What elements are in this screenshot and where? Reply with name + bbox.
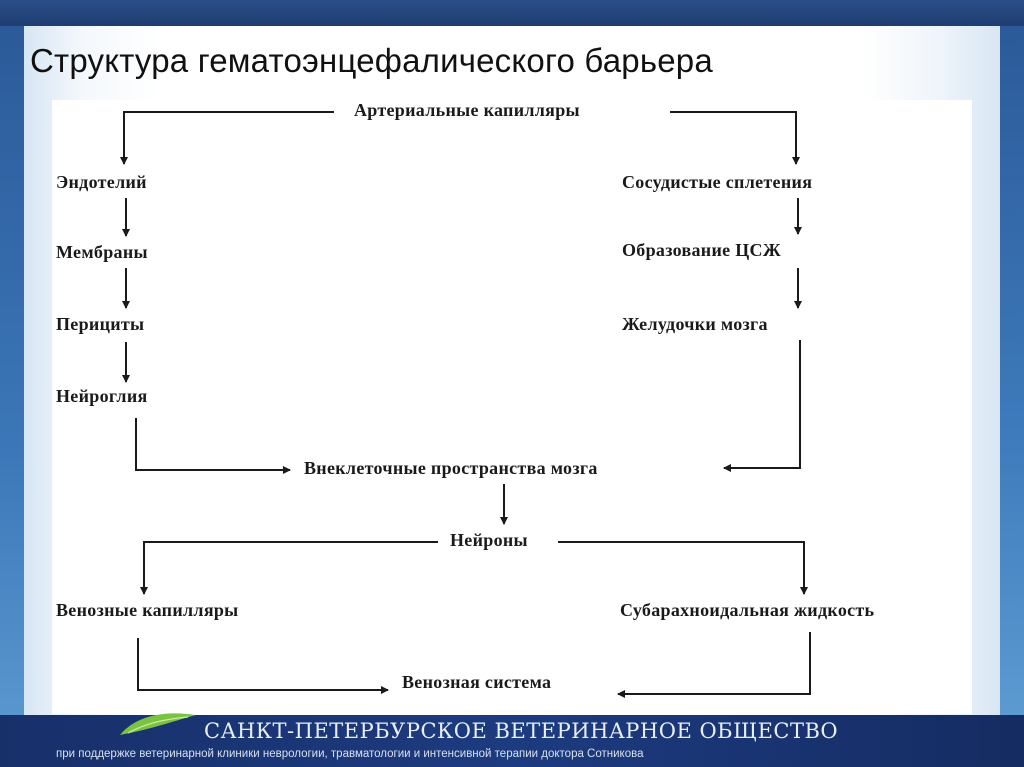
edge-venous-capillaries-system (137, 638, 389, 694)
node-arterial-capillaries: Артериальные капилляры (354, 100, 580, 120)
footer-banner: САНКТ-ПЕТЕРБУРСКОЕ ВЕТЕРИНАРНОЕ ОБЩЕСТВО… (0, 713, 1024, 767)
node-membranes: Мембраны (56, 242, 148, 262)
node-csf-formation: Образование ЦСЖ (622, 240, 781, 260)
bbb-flow-diagram: Артериальные капилляры Эндотелий Мембран… (52, 100, 972, 714)
right-decoration (1000, 26, 1024, 726)
left-decoration (0, 26, 24, 726)
slide-title: Структура гематоэнцефалического барьера (30, 42, 713, 79)
node-extracellular-space: Внеклеточные пространства мозга (304, 458, 598, 478)
edge-neurons-venous-capillaries (140, 541, 438, 595)
node-venous-capillaries: Венозные капилляры (56, 600, 239, 620)
top-banner (0, 0, 1024, 26)
footer-subtitle: при поддержке ветеринарной клиники невро… (56, 748, 644, 760)
node-venous-system: Венозная система (402, 672, 552, 692)
edge-neuroglia-extracellular (135, 418, 291, 474)
footer-organization: САНКТ-ПЕТЕРБУРСКОЕ ВЕТЕРИНАРНОЕ ОБЩЕСТВО (204, 719, 839, 743)
edge-arterial-endothelium (120, 111, 334, 165)
node-subarachnoid-fluid: Субарахноидальная жидкость (620, 600, 875, 620)
diagram-connectors (120, 111, 811, 698)
node-endothelium: Эндотелий (56, 172, 147, 192)
edge-neurons-subarachnoid (558, 541, 808, 595)
edge-ventricles-extracellular (723, 340, 801, 472)
leaf-logo-icon (120, 713, 196, 735)
node-ventricles: Желудочки мозга (622, 314, 768, 334)
node-neurons: Нейроны (450, 530, 528, 550)
edge-arterial-plexus (670, 111, 800, 165)
edge-subarachnoid-system (617, 632, 811, 698)
node-pericytes: Перициты (56, 314, 145, 334)
node-choroid-plexus: Сосудистые сплетения (622, 172, 813, 192)
node-neuroglia: Нейроглия (56, 386, 148, 406)
